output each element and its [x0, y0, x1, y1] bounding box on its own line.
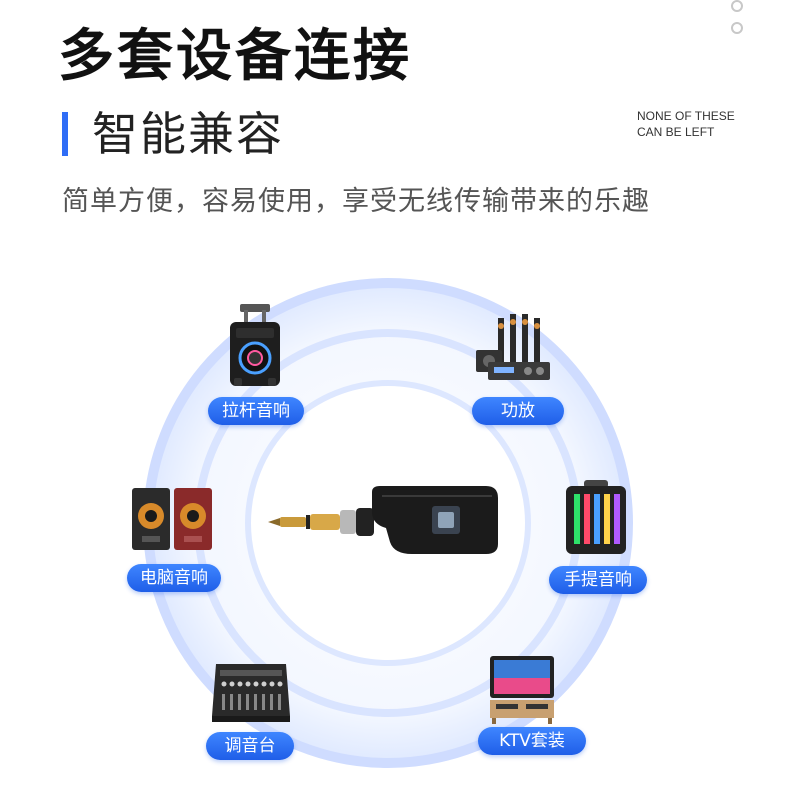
amplifier-icon	[476, 314, 550, 380]
amplifier-label[interactable]: 功放	[472, 397, 564, 425]
mixer-icon	[212, 664, 290, 722]
portable-speaker-label[interactable]: 手提音响	[549, 566, 647, 594]
note-line-1: NONE OF THESE	[637, 109, 735, 123]
ktv-set-icon	[490, 656, 554, 724]
portable-speaker-icon	[566, 480, 626, 554]
trolley-speaker-icon	[230, 304, 280, 386]
pagination-dot-icon[interactable]	[731, 22, 743, 34]
mixer-label[interactable]: 调音台	[206, 732, 294, 760]
english-note: NONE OF THESE CAN BE LEFT	[637, 108, 757, 140]
pagination-dot-icon[interactable]	[731, 0, 743, 12]
wireless-guitar-transmitter-icon	[268, 486, 498, 554]
computer-speaker-label[interactable]: 电脑音响	[127, 564, 221, 592]
ktv-set-label[interactable]: KTV套装	[478, 727, 586, 755]
accent-bar	[62, 112, 68, 156]
page-title: 多套设备连接	[58, 24, 412, 89]
note-line-2: CAN BE LEFT	[637, 125, 715, 139]
tagline: 简单方便，容易使用，享受无线传输带来的乐趣	[62, 186, 650, 217]
computer-speaker-icon	[132, 488, 212, 550]
trolley-speaker-label[interactable]: 拉杆音响	[208, 397, 304, 425]
page-subtitle: 智能兼容	[92, 107, 284, 161]
